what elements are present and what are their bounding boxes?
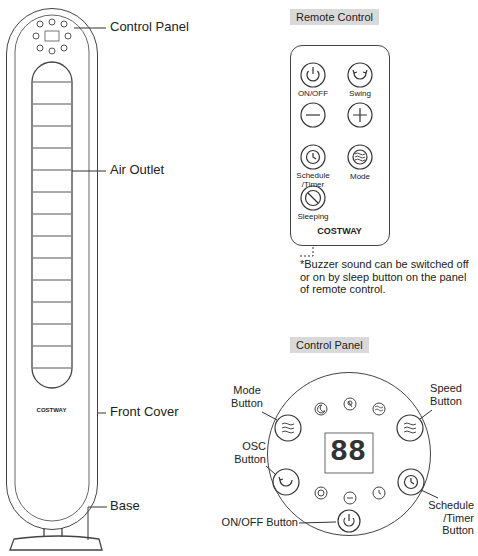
control-panel-circle: 88 (267, 372, 431, 536)
button-caption: ON/OFF (288, 89, 338, 98)
panel-leader-lines (262, 410, 438, 523)
display-window (325, 433, 373, 473)
button-caption: Mode (335, 172, 385, 181)
tag-text: Remote Control (296, 11, 373, 23)
button-label: OSC Button (226, 440, 266, 465)
air-outlet-grille (32, 62, 72, 388)
fan-panel-buttons (33, 19, 71, 54)
brand-logo: COSTWAY (291, 226, 388, 236)
button-label: Schedule /Timer Button (416, 499, 474, 537)
note-text: *Buzzer sound can be switched off or on … (300, 258, 476, 296)
brand-logo: COSTWAY (7, 407, 96, 414)
part-label: Air Outlet (110, 163, 230, 178)
lcd-display: 88 (324, 435, 372, 470)
title-tag: Remote Control (290, 9, 379, 25)
panel-indicators (315, 398, 385, 504)
part-label: Front Cover (110, 405, 230, 420)
remote-body: ON/OFFSwingSchedule /TimerModeSleepingCO… (290, 45, 390, 246)
part-label: Base (110, 499, 190, 514)
fan-inner-outline (15, 15, 89, 521)
button-caption: Schedule /Timer (291, 171, 335, 189)
leader-lines (72, 28, 107, 540)
fan-body: COSTWAY (6, 8, 98, 530)
note-leader (299, 247, 313, 256)
button-label: ON/OFF Button (218, 516, 298, 529)
panel-buttons (273, 415, 424, 532)
title-tag: Control Panel (290, 337, 369, 353)
button-label: Mode Button (226, 384, 268, 409)
tag-text: Control Panel (296, 339, 363, 351)
button-caption: Sleeping (288, 212, 338, 221)
grille-bars (33, 82, 71, 368)
button-caption: Swing (335, 89, 385, 98)
button-label: Speed Button (418, 382, 474, 407)
part-label: Control Panel (110, 20, 230, 35)
